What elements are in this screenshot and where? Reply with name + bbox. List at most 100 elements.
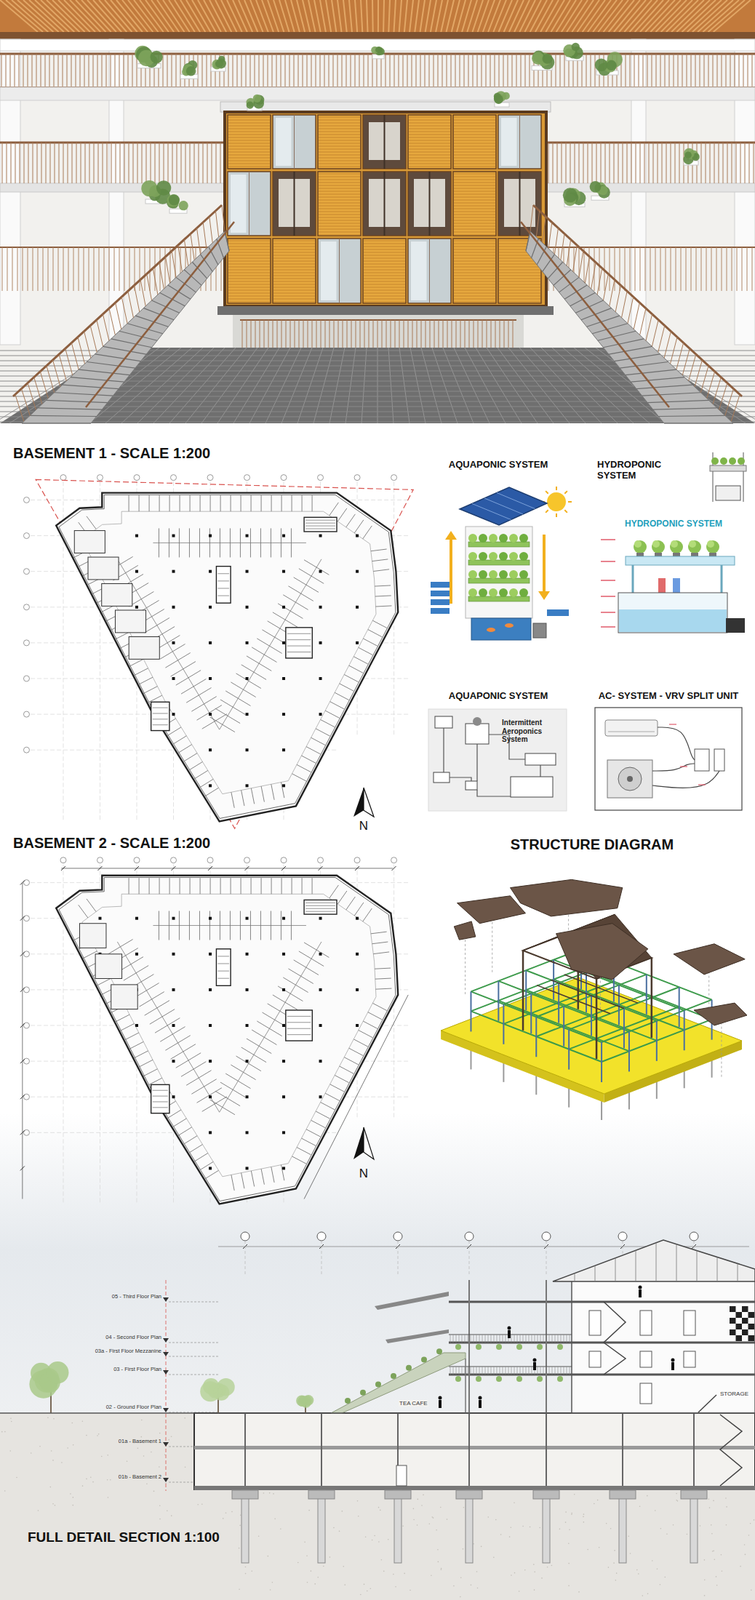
baluster — [211, 142, 213, 184]
refrigerant-wire — [652, 763, 695, 772]
stair-baluster — [221, 205, 225, 232]
louver — [318, 116, 361, 118]
structural-column — [355, 917, 359, 921]
baluster — [58, 247, 59, 291]
open-window — [498, 171, 542, 236]
steel-column — [562, 1006, 565, 1047]
stair-baluster — [77, 336, 86, 364]
stair-baluster — [712, 377, 721, 405]
louver — [363, 277, 406, 279]
louver — [318, 219, 361, 221]
parking-row — [219, 559, 322, 730]
structural-column — [208, 712, 212, 716]
parking-stall — [154, 1018, 180, 1034]
baluster — [97, 53, 99, 88]
louver — [273, 277, 315, 279]
baluster — [63, 247, 65, 291]
lettuce — [633, 540, 647, 554]
baluster — [618, 142, 619, 184]
structure-diagram — [440, 879, 747, 1121]
parking-stall — [330, 701, 345, 710]
parking-stall — [246, 656, 272, 672]
parking-stall — [325, 1093, 339, 1101]
parking-stall — [179, 877, 181, 894]
stair-tread — [625, 369, 677, 376]
louver — [453, 133, 496, 135]
parking-stall — [173, 736, 187, 745]
soil-speck — [704, 1579, 706, 1582]
hanging-trough — [709, 465, 747, 472]
soil-speck — [453, 1585, 455, 1588]
parking-stall — [354, 520, 364, 534]
baluster — [165, 247, 166, 291]
soil-speck — [421, 1504, 423, 1507]
stair-tread — [111, 338, 153, 348]
baluster — [27, 247, 29, 291]
soil-speck — [518, 1590, 521, 1593]
stair-line — [217, 587, 230, 589]
baluster — [119, 247, 121, 291]
louver — [228, 119, 270, 121]
louver — [453, 225, 496, 227]
baluster — [355, 320, 357, 348]
ceiling-slat — [702, 0, 739, 33]
structural-column — [208, 605, 212, 609]
soil-speck — [413, 1508, 415, 1510]
soil-speck — [387, 1539, 390, 1541]
baluster — [695, 53, 697, 88]
baluster — [141, 142, 143, 184]
stair-baluster — [109, 308, 115, 336]
baluster — [701, 142, 702, 184]
flow-arrow — [449, 538, 453, 604]
baluster — [490, 53, 491, 88]
ceiling-slat — [273, 0, 284, 33]
ceiling-slat — [104, 0, 133, 33]
baluster — [128, 142, 130, 184]
louver — [228, 257, 270, 259]
parking-stall — [262, 629, 288, 646]
louver — [228, 277, 270, 279]
stair-baluster — [152, 268, 158, 295]
plant — [531, 52, 545, 65]
soil-speck — [96, 1435, 99, 1437]
louver — [228, 251, 270, 253]
louver — [273, 242, 315, 244]
baluster — [350, 53, 352, 88]
dimension-tick — [208, 866, 213, 871]
louver — [453, 116, 496, 118]
sun-ray — [555, 513, 558, 518]
structural-column — [172, 988, 176, 992]
baluster — [494, 53, 496, 88]
parking-stall — [373, 952, 390, 955]
louver — [228, 248, 270, 250]
structural-column — [282, 784, 286, 788]
baluster — [709, 142, 711, 184]
parking-stall — [374, 968, 391, 969]
baluster — [272, 53, 273, 88]
stair-baluster — [682, 348, 690, 376]
projection-line — [464, 931, 466, 997]
stair-tread — [21, 422, 91, 424]
drive-line — [82, 893, 377, 1177]
baluster — [746, 247, 748, 291]
soil-speck — [597, 1499, 599, 1502]
open-window — [362, 171, 406, 236]
louver — [318, 136, 361, 138]
roof-piece — [693, 1003, 747, 1026]
dimension-tick — [318, 866, 323, 871]
parking-stall — [250, 528, 251, 558]
baluster — [307, 320, 309, 348]
dimension-tick — [134, 866, 139, 871]
louver — [453, 196, 496, 198]
ceiling-slat — [325, 0, 331, 33]
lettuce — [498, 588, 508, 598]
soil-speck — [381, 1559, 383, 1561]
lettuce — [688, 540, 697, 548]
baluster — [564, 53, 566, 88]
structural-column — [245, 1095, 249, 1099]
louver — [453, 187, 496, 189]
baluster — [171, 53, 173, 88]
baluster — [163, 142, 165, 184]
parking-stall — [271, 495, 273, 512]
stair-baluster — [184, 239, 188, 266]
